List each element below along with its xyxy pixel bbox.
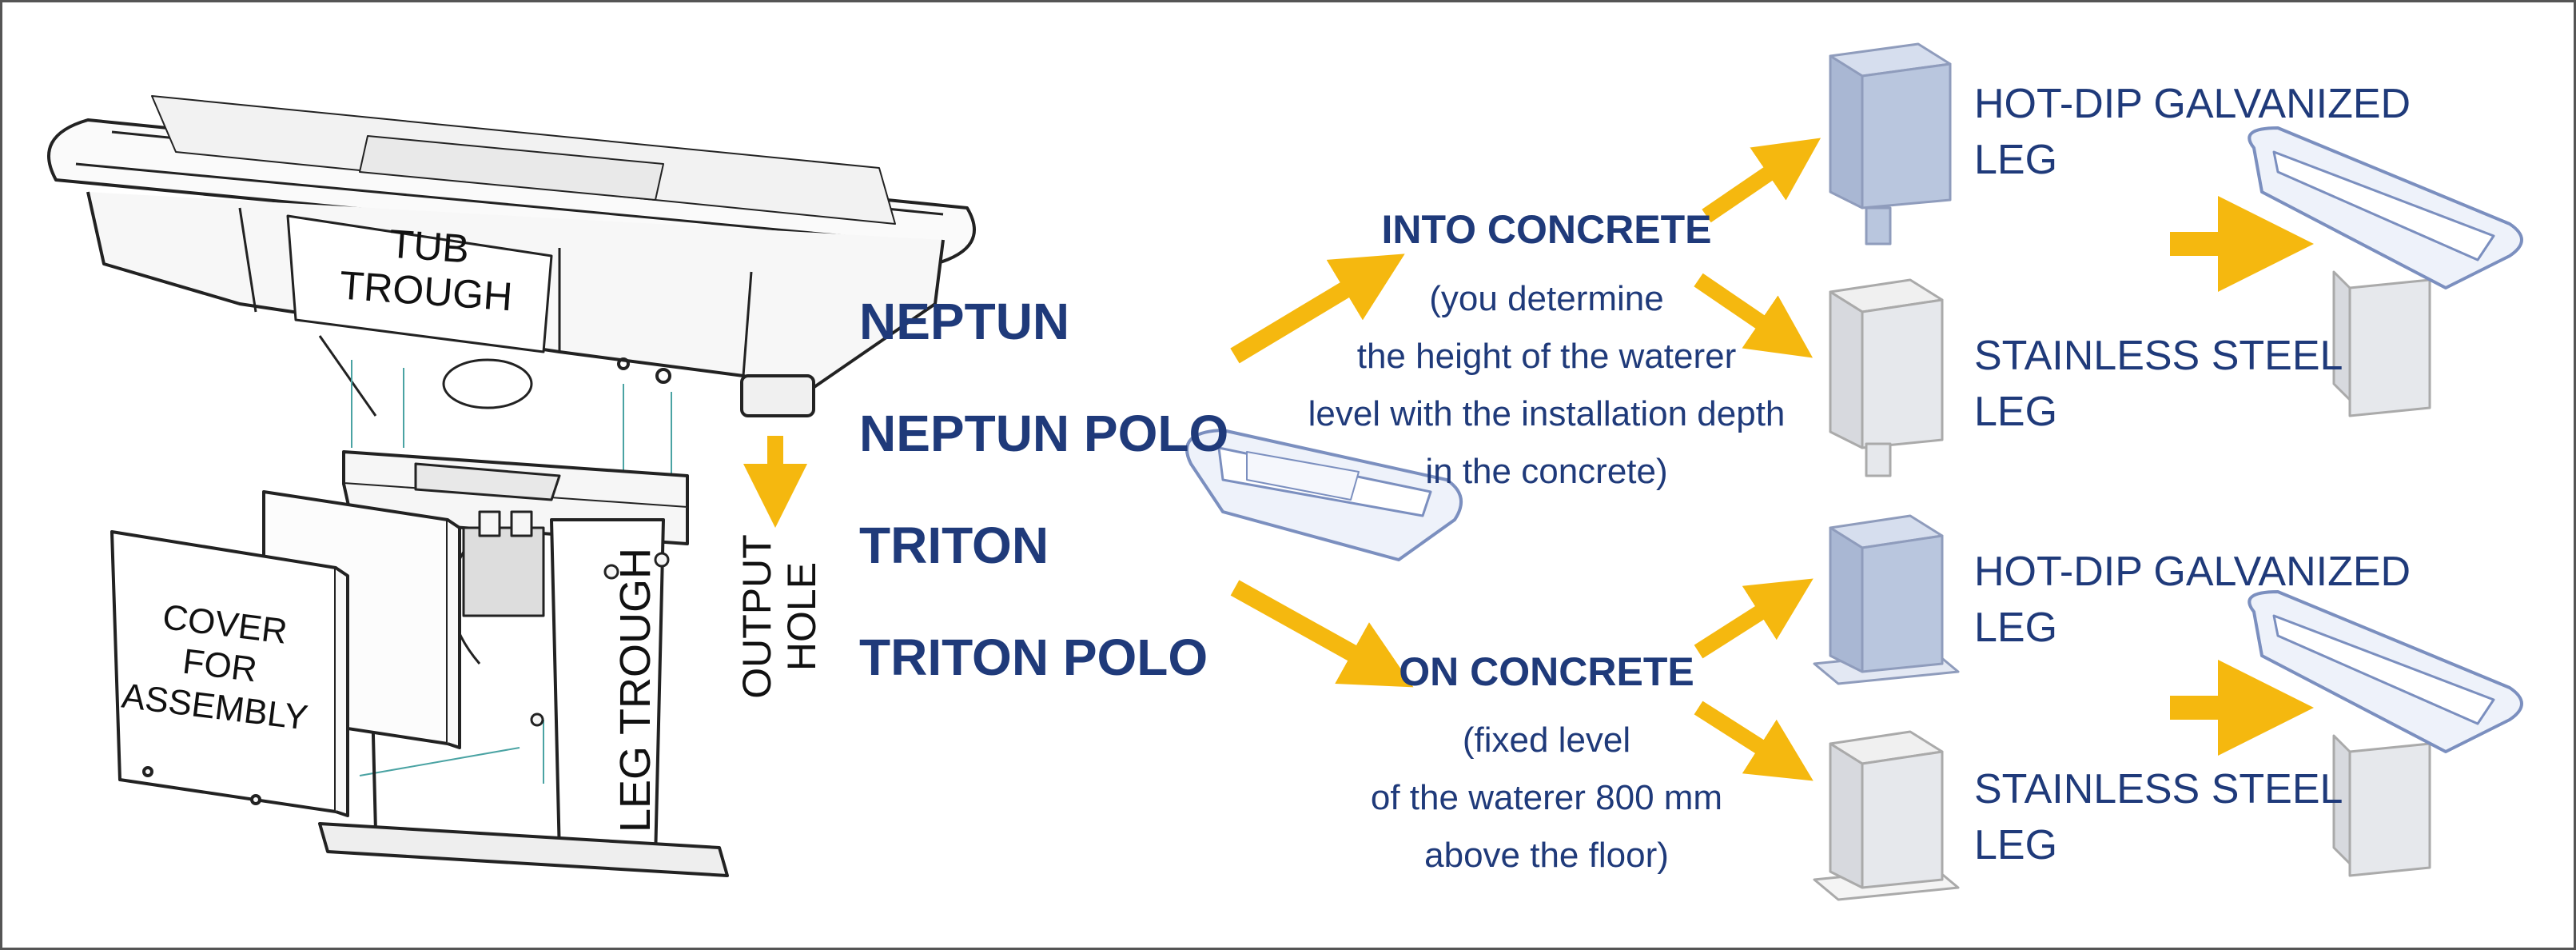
arrow-to-into-concrete <box>1230 253 1405 364</box>
leg-trough-label: LEG TROUGH <box>611 547 659 833</box>
into-concrete-title: INTO CONCRETE <box>1381 207 1712 252</box>
on-concrete-description: (fixed level of the waterer 800 mm above… <box>1251 712 1842 884</box>
galvanized-leg-label-bottom-line1: HOT-DIP GALVANIZED <box>1974 549 2411 595</box>
into-concrete-desc-line2: the height of the waterer <box>1356 337 1737 376</box>
stainless-leg-label-bottom-line2: LEG <box>1974 822 2058 868</box>
on-concrete-desc-line2: of the waterer 800 mm <box>1370 778 1723 817</box>
galvanized-leg-label-top: HOT-DIP GALVANIZED LEG <box>1974 76 2411 188</box>
model-neptun-polo: NEPTUN POLO <box>859 405 1229 462</box>
cover-for-assembly-label: COVER FOR ASSEMBLY <box>117 593 322 740</box>
model-triton-polo: TRITON POLO <box>859 629 1208 686</box>
galvanized-leg-label-bottom-line2: LEG <box>1974 605 2058 651</box>
galvanized-leg-on-concrete <box>1813 514 1960 685</box>
tub-trough-label: TUB TROUGH <box>313 216 542 321</box>
stainless-leg-label-top: STAINLESS STEEL LEG <box>1974 328 2343 440</box>
stainless-leg-into-concrete <box>1829 278 1944 477</box>
into-concrete-description: (you determine the height of the waterer… <box>1251 270 1842 501</box>
tub-trough-illustration <box>47 95 976 417</box>
on-concrete-title: ON CONCRETE <box>1399 649 1694 694</box>
stainless-leg-label-bottom: STAINLESS STEEL LEG <box>1974 761 2343 873</box>
galvanized-leg-label-top-line2: LEG <box>1974 137 2058 183</box>
galvanized-leg-label-top-line1: HOT-DIP GALVANIZED <box>1974 81 2411 127</box>
galvanized-leg-into-concrete <box>1829 42 1952 245</box>
into-concrete-desc-line3: level with the installation depth <box>1308 394 1786 433</box>
output-hole-label-line1: OUTPUT <box>735 534 779 699</box>
arrow-on-to-galvanized <box>1694 578 1814 659</box>
trough-thumbnail-center <box>1185 429 1463 561</box>
into-concrete-desc-line1: (you determine <box>1429 279 1664 318</box>
stainless-leg-label-top-line2: LEG <box>1974 389 2058 435</box>
arrow-on-to-stainless <box>1694 701 1814 781</box>
stainless-leg-on-concrete <box>1813 730 1960 901</box>
stainless-leg-label-bottom-line1: STAINLESS STEEL <box>1974 766 2343 812</box>
model-triton: TRITON <box>859 517 1049 574</box>
assembled-trough-into-concrete <box>2248 126 2523 417</box>
output-hole-label-line2: HOLE <box>779 561 824 672</box>
output-hole-label: OUTPUT HOLE <box>735 509 824 724</box>
galvanized-leg-label-bottom: HOT-DIP GALVANIZED LEG <box>1974 544 2411 656</box>
stainless-leg-label-top-line1: STAINLESS STEEL <box>1974 333 2343 379</box>
arrow-to-on-concrete <box>1230 580 1414 688</box>
assembled-trough-on-concrete <box>2248 590 2523 877</box>
on-concrete-desc-line1: (fixed level <box>1462 720 1631 760</box>
into-concrete-desc-line4: in the concrete) <box>1425 452 1668 491</box>
arrow-into-to-stainless <box>1694 273 1814 358</box>
on-concrete-desc-line3: above the floor) <box>1424 836 1669 875</box>
assembly-guide-lines <box>351 360 672 784</box>
cover-illustration <box>110 490 461 817</box>
model-neptun: NEPTUN <box>859 293 1070 350</box>
arrow-into-to-galvanized <box>1702 138 1822 223</box>
